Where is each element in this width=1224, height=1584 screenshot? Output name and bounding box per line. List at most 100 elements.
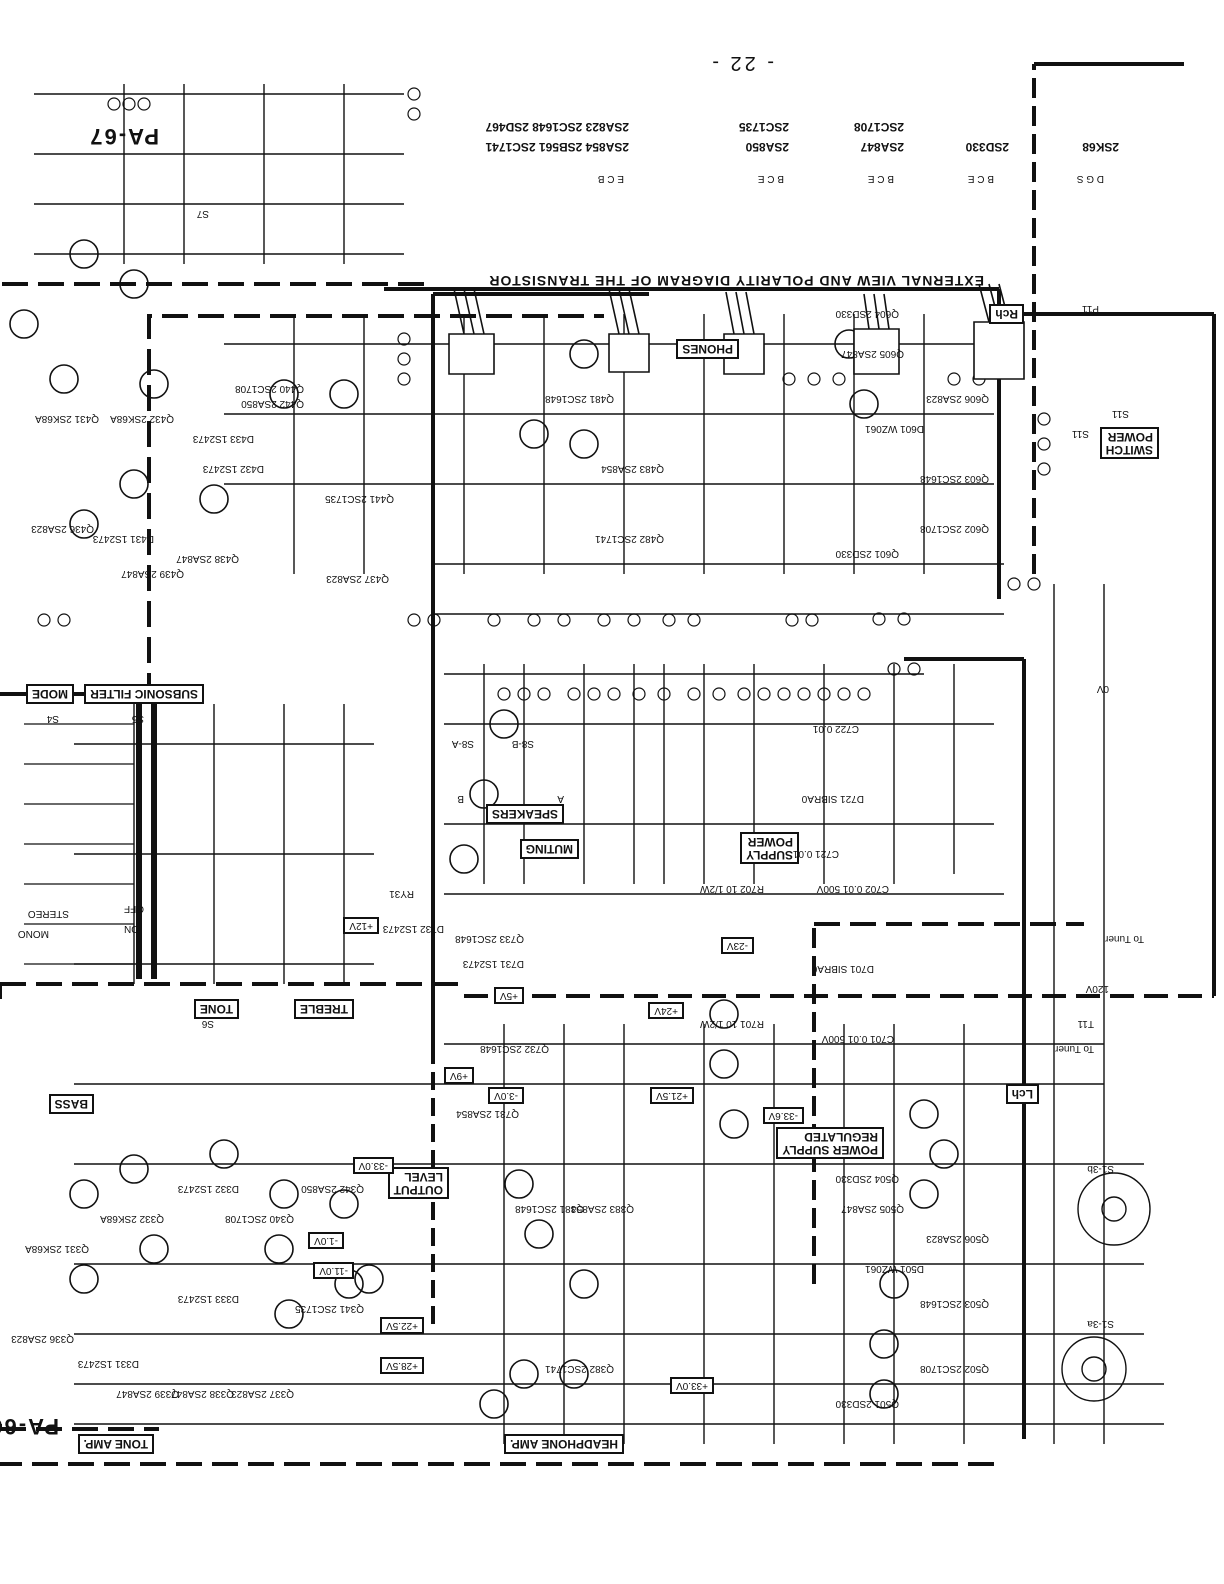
- transistor-type-4: 2SD330: [965, 140, 1009, 154]
- section-tone-amp: TONE AMP.: [77, 1434, 154, 1454]
- part-q441: Q441 2SC1735: [325, 493, 394, 504]
- part-d731: D731 1S2473: [462, 958, 524, 969]
- part-c702: C702 0.01 500V: [816, 883, 889, 894]
- part-r702: R702 10 1/2W: [700, 883, 764, 894]
- part-q601: Q601 2SD330: [835, 548, 899, 559]
- switch-s8b: S8-B: [511, 738, 534, 749]
- section-mode: MODE: [26, 684, 74, 704]
- part-q501: Q501 2SD330: [835, 1398, 899, 1409]
- ps-line-1: POWER: [747, 835, 793, 849]
- transistor-type-2a: 2SC1735: [738, 120, 789, 134]
- part-q732: Q732 2SC1648: [480, 1043, 549, 1054]
- part-q504: Q504 2SD330: [835, 1173, 899, 1184]
- part-q505: Q505 2SA847: [841, 1203, 904, 1214]
- voltage-neg3: -3.0V: [488, 1087, 524, 1104]
- part-c722: C722 0.01: [812, 723, 859, 734]
- reg-ps-line-2: POWER SUPPLY: [782, 1143, 878, 1157]
- lvl-line-1: LEVEL: [404, 1170, 443, 1184]
- voltage-neg23: -23V: [720, 937, 754, 954]
- part-d721: D721 SIBRA0: [801, 793, 864, 804]
- voltage-neg33-6: -33.6V: [762, 1107, 804, 1124]
- pins-5: D G S: [1076, 173, 1104, 184]
- part-ry31: RY31: [389, 888, 414, 899]
- section-lch: Lch: [1005, 1084, 1039, 1104]
- section-power-switch: SWITCH POWER: [1099, 427, 1159, 459]
- part-d701: D701 SIBRA0: [811, 963, 874, 974]
- part-p11: P11: [1081, 303, 1099, 314]
- part-d432: D432 1S2473: [202, 463, 264, 474]
- part-r701: R701 10 1/2W: [700, 1018, 764, 1029]
- voltage-neg1: -1.0V: [308, 1232, 344, 1249]
- part-q733: Q733 2SC1648: [455, 933, 524, 944]
- to-tuner-upper: To Tuner: [1105, 933, 1144, 944]
- part-s11: S11: [1071, 428, 1089, 439]
- socket-s1-3b: S1-3b: [1087, 1163, 1114, 1174]
- speaker-a: A: [557, 793, 564, 804]
- part-q342: Q342 2SA850: [301, 1183, 364, 1194]
- part-d601: D601 WZ061: [865, 423, 924, 434]
- voltage-neg33-0: -33.0V: [352, 1157, 394, 1174]
- part-q605: Q605 2SA847: [841, 348, 904, 359]
- part-q332: Q332 2SK68A: [100, 1213, 164, 1224]
- pins-3: B C E: [867, 173, 894, 184]
- part-q502: Q502 2SC1708: [920, 1363, 989, 1374]
- reg-ps-line-1: REGULATED: [804, 1130, 878, 1144]
- part-t11: T11: [1077, 1018, 1095, 1029]
- section-power-supply: SUPPLY POWER: [740, 832, 799, 864]
- board-outlines: [0, 62, 1216, 1466]
- part-c701: C701 0.01 500V: [821, 1033, 894, 1044]
- tap-0v: 0V: [1096, 683, 1109, 694]
- part-q337: Q337 2SA823: [231, 1388, 294, 1399]
- part-q481: Q481 2SC1648: [545, 393, 614, 404]
- transistor-type-1a: 2SA823 2SC1648 2SD467: [485, 120, 629, 134]
- pins-2: B C E: [757, 173, 784, 184]
- switch-s5: S5: [131, 713, 144, 724]
- transistor-type-1b: 2SA854 2SB561 2SC1741: [485, 140, 629, 154]
- part-q603: Q603 2SC1648: [920, 473, 989, 484]
- part-q331: Q331 2SK68A: [25, 1243, 89, 1254]
- section-muting: MUTING: [519, 839, 579, 859]
- board-label-pa66: PA-66: [0, 1414, 59, 1439]
- section-headphone-amp: HEADPHONE AMP.: [503, 1434, 624, 1454]
- part-q341: Q341 2SC1735: [295, 1303, 364, 1314]
- section-rch: Rch: [989, 304, 1024, 324]
- external-view-title: EXTERNAL VIEW AND POLARITY DIAGRAM OF TH…: [488, 273, 984, 289]
- part-d331: D331 1S2473: [77, 1358, 139, 1369]
- tap-120v: 120V: [1085, 983, 1109, 994]
- tube-sockets: [1061, 1172, 1151, 1402]
- switch-s11: S11: [1111, 408, 1129, 419]
- part-q482: Q482 2SC1741: [595, 533, 664, 544]
- transformer-taps: [24, 723, 134, 965]
- part-q602: Q602 2SC1708: [920, 523, 989, 534]
- section-tone: TONE: [193, 999, 239, 1019]
- part-q503: Q503 2SC1648: [920, 1298, 989, 1309]
- voltage-pos24: +24V: [648, 1002, 684, 1019]
- transformer-core: [136, 704, 157, 979]
- switch-s8a: S8-A: [451, 738, 474, 749]
- voltage-pos33-0: +33.0V: [670, 1377, 714, 1394]
- part-q431: Q431 2SK68A: [35, 413, 99, 424]
- part-q483: Q483 2SA854: [601, 463, 664, 474]
- part-q442: Q442 2SA850: [241, 398, 304, 409]
- part-d433: D433 1S2473: [192, 433, 254, 444]
- switch-off: OFF: [124, 903, 144, 914]
- pwr-sw-line-1: POWER: [1107, 430, 1153, 444]
- voltage-pos12: +12V: [343, 917, 379, 934]
- ps-line-2: SUPPLY: [746, 848, 793, 862]
- part-q436: Q436 2SA823: [31, 523, 94, 534]
- switch-stereo: STEREO: [27, 908, 69, 919]
- socket-s1-3a: S1-3a: [1087, 1318, 1114, 1329]
- part-d431: D431 1S2473: [92, 533, 154, 544]
- part-d333: D333 1S2473: [177, 1293, 239, 1304]
- part-q437: Q437 2SA823: [326, 573, 389, 584]
- section-regulated-power-supply: POWER SUPPLY REGULATED: [776, 1127, 884, 1159]
- section-level-output: OUTPUT LEVEL: [387, 1167, 449, 1199]
- part-q604: Q604 2SD330: [835, 308, 899, 319]
- transistor-leads: [453, 283, 1010, 335]
- pwr-sw-line-2: SWITCH: [1105, 443, 1153, 457]
- part-q338: Q338 2SA847: [171, 1388, 234, 1399]
- part-q382: Q382 2SC1741: [545, 1363, 614, 1374]
- transistor-type-3a: 2SC1708: [853, 120, 904, 134]
- section-treble: TREBLE: [294, 999, 354, 1019]
